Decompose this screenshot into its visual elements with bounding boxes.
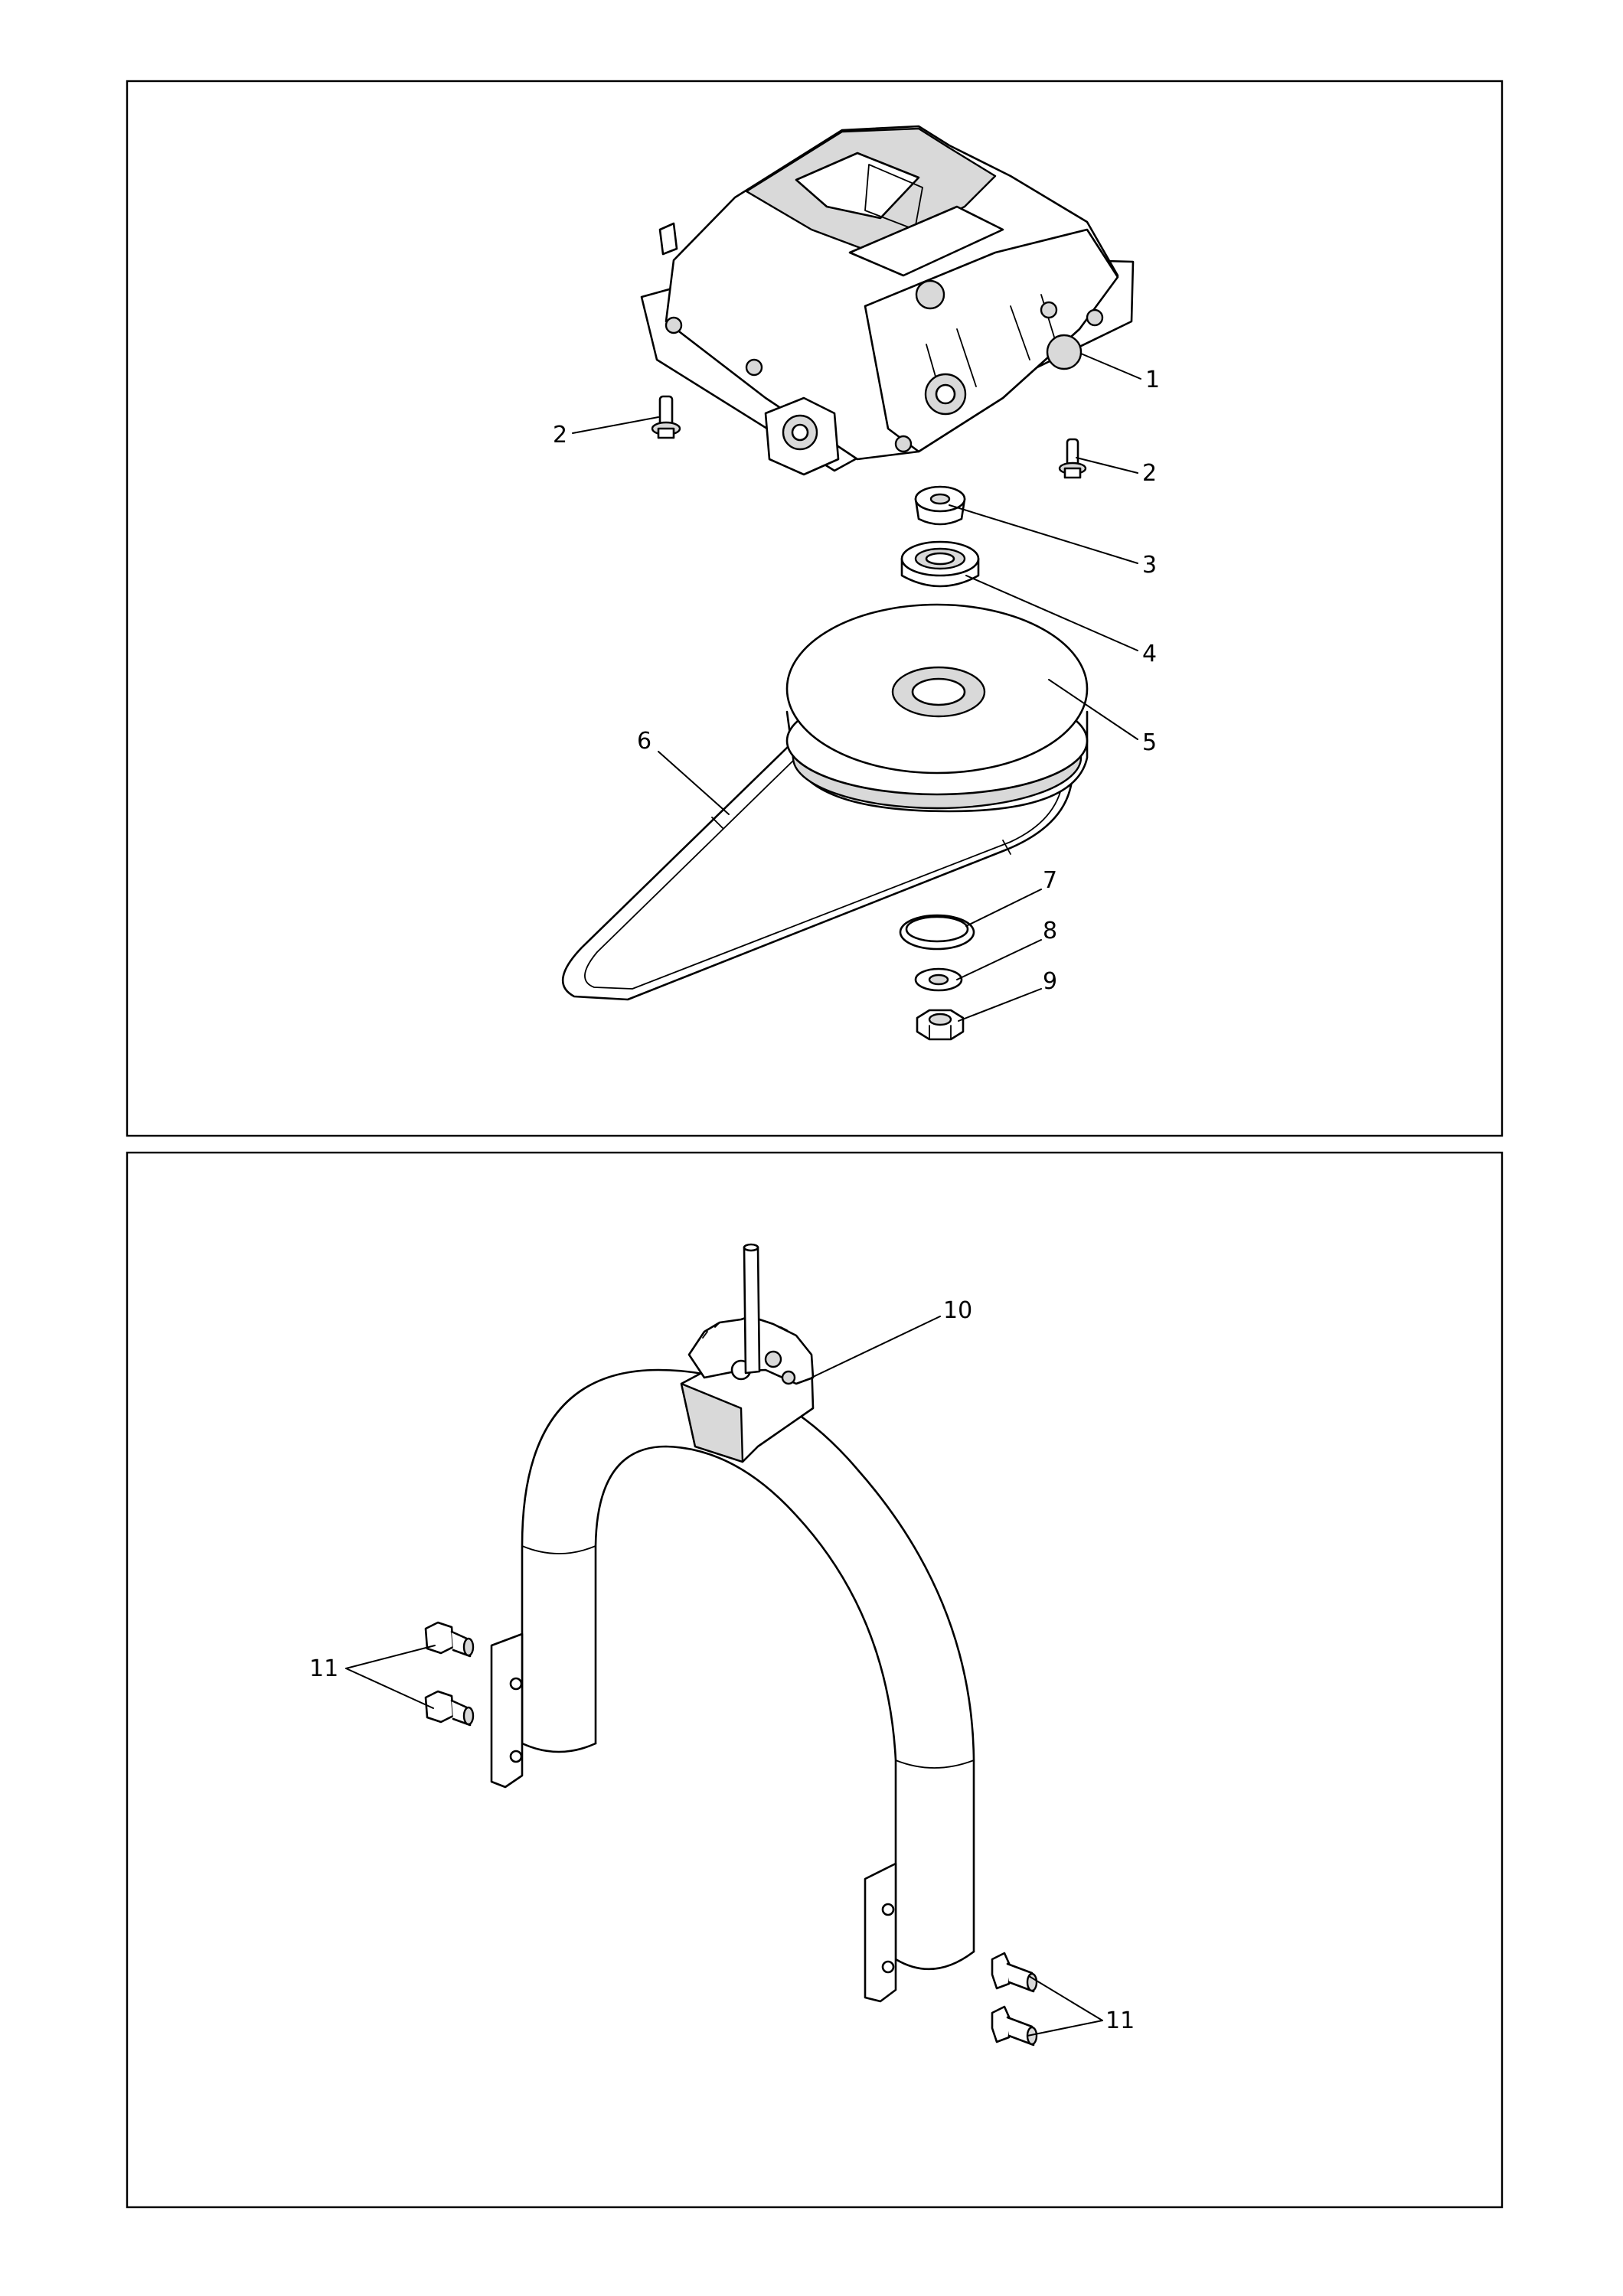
- callout-9: 9: [1043, 968, 1057, 995]
- callout-2-left: 2: [553, 422, 567, 448]
- callout-8: 8: [1043, 918, 1057, 944]
- callout-11-right: 11: [1105, 2007, 1135, 2034]
- bolt-right-lower: [991, 2005, 1038, 2047]
- bolt-left-lower: [424, 1690, 475, 1727]
- screw-right: [1058, 438, 1087, 479]
- callout-10: 10: [943, 1297, 972, 1324]
- bearing: [900, 540, 980, 588]
- callout-3: 3: [1142, 552, 1157, 579]
- bolt-left-upper: [424, 1621, 475, 1658]
- callout-5: 5: [1142, 729, 1157, 756]
- gearbox-housing: [640, 125, 1135, 476]
- callout-6: 6: [637, 728, 651, 755]
- bushing: [914, 485, 966, 526]
- callout-4: 4: [1142, 641, 1157, 667]
- screw-left: [651, 395, 681, 439]
- callouts-top: 1 2 2 3 4 5 6 7 8 9: [553, 367, 1160, 995]
- top-panel: 1 2 2 3 4 5 6 7 8 9: [126, 80, 1504, 1137]
- leader-lines-top: [572, 353, 1141, 1022]
- washer: [914, 967, 963, 992]
- leader-lines-bottom: [345, 1316, 1103, 2037]
- bottom-panel: 10 11 11: [126, 1151, 1504, 2209]
- callout-7: 7: [1043, 867, 1057, 894]
- callout-11-left: 11: [309, 1655, 338, 1682]
- callout-2-right: 2: [1142, 460, 1157, 487]
- pulley: [785, 603, 1089, 813]
- hex-nut: [916, 1009, 965, 1041]
- retaining-ring: [899, 914, 975, 951]
- callouts-bottom: 10 11 11: [309, 1297, 1135, 2034]
- bolt-right-upper: [991, 1952, 1038, 1993]
- u-handle: [490, 1243, 975, 2003]
- callout-1: 1: [1145, 367, 1160, 393]
